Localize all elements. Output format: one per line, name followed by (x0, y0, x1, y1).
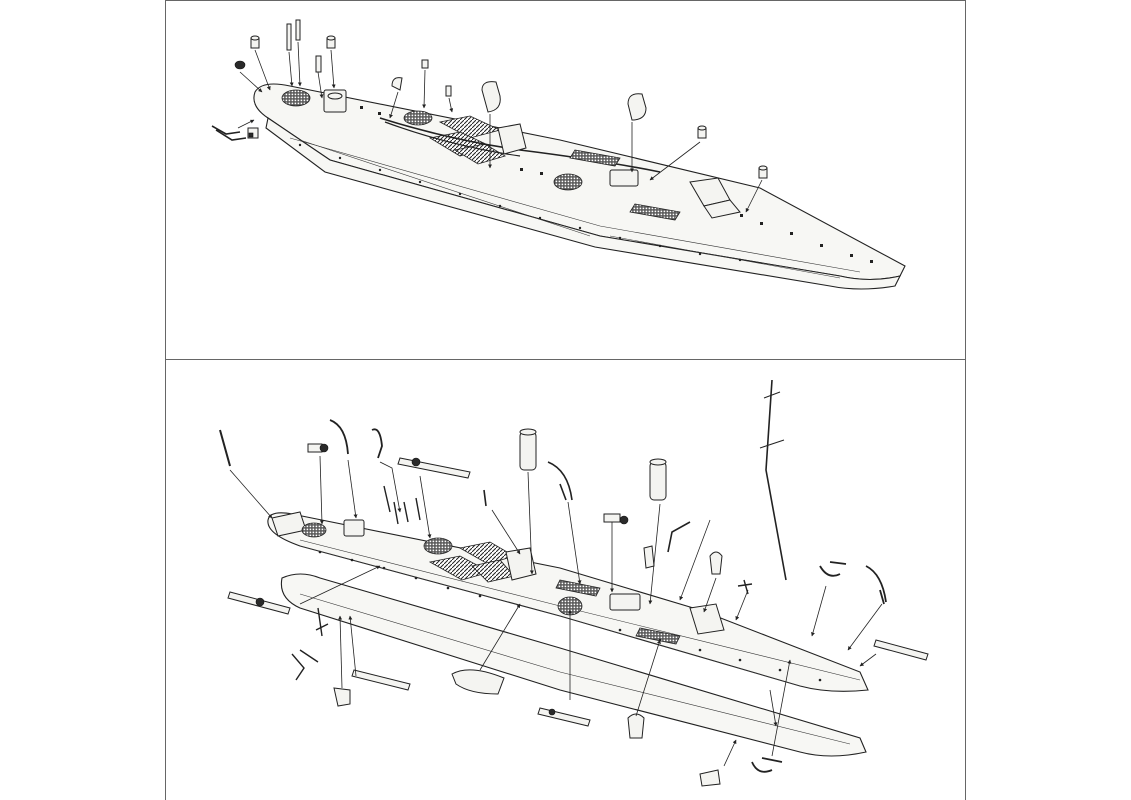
boat-icon (451, 669, 721, 787)
top-deck-fittings (281, 89, 873, 263)
top-loose-parts (211, 19, 768, 179)
anchor-icon (737, 561, 847, 773)
anchor-icon (211, 125, 259, 141)
rudder-icon (291, 607, 351, 707)
funnel-base-fore (497, 123, 527, 155)
mast-icon (286, 19, 322, 73)
engine-room-hatches (403, 110, 506, 165)
searchlight-icon (234, 60, 246, 70)
ventilator-icon (326, 35, 336, 49)
gun-icon (227, 457, 929, 727)
ventilator-icon (250, 35, 260, 49)
bottom-deck-fittings (271, 511, 822, 682)
gun-platform (281, 89, 311, 107)
top-arrows (237, 41, 763, 213)
ventilator-icon (391, 59, 452, 97)
davit-icon (383, 485, 421, 525)
funnel-base-aft (609, 169, 639, 187)
bottom-loose-parts (219, 379, 929, 787)
lower-hull (280, 573, 867, 757)
funnel-icon (519, 428, 667, 501)
funnel-icon (481, 81, 647, 121)
ventilator-icon (697, 125, 768, 179)
bottom-arrows (229, 455, 883, 767)
engine-room-hatches (428, 541, 515, 583)
mast-icon (219, 379, 787, 581)
ventilator-icon (329, 419, 887, 605)
